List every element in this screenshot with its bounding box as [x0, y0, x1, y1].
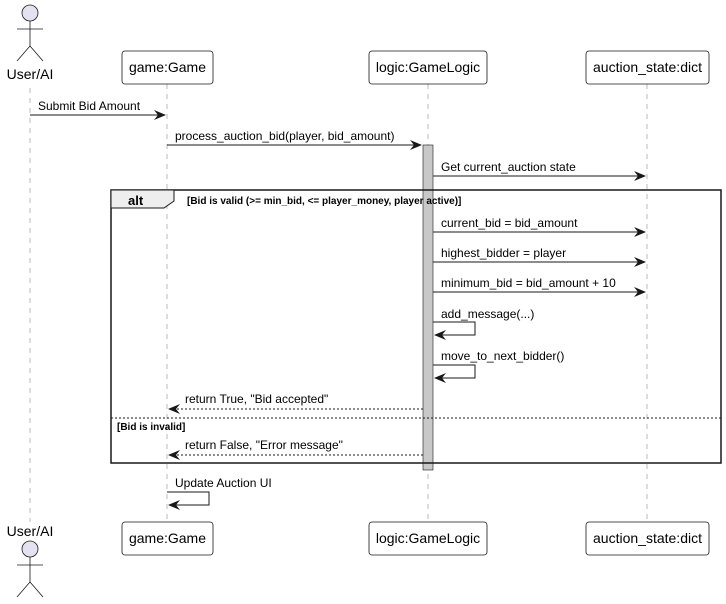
message-label: add_message(...) [441, 307, 534, 321]
message-set-highest-bidder: highest_bidder = player [433, 246, 646, 267]
message-update-ui: Update Auction UI [167, 476, 272, 510]
message-label: highest_bidder = player [441, 246, 566, 260]
participant-logic-top: logic:GameLogic [368, 50, 488, 85]
actor-user-label: User/AI [7, 66, 54, 82]
alt-guard-valid: [Bid is valid (>= min_bid, <= player_mon… [187, 196, 461, 207]
message-process-bid: process_auction_bid(player, bid_amount) [167, 129, 422, 150]
message-return-false: return False, "Error message" [168, 438, 423, 460]
participant-state-bottom: auction_state:dict [585, 521, 710, 556]
actor-user-label: User/AI [7, 523, 54, 539]
actor-user-bottom: User/AI [7, 523, 54, 598]
actor-head [21, 540, 39, 558]
message-label: minimum_bid = bid_amount + 10 [441, 276, 616, 290]
participant-game-bottom: game:Game [121, 521, 214, 556]
message-move-next-bidder: move_to_next_bidder() [433, 349, 564, 383]
message-label: Submit Bid Amount [38, 99, 141, 113]
participant-logic-bottom: logic:GameLogic [368, 521, 488, 556]
message-get-state: Get current_auction state [433, 160, 646, 181]
participant-state-label: auction_state:dict [593, 59, 702, 75]
message-submit-bid: Submit Bid Amount [30, 99, 166, 120]
lifelines [29, 84, 648, 522]
participant-state-label: auction_state:dict [593, 530, 702, 546]
actor-user-top: User/AI [7, 4, 54, 82]
alt-operator-label: alt [128, 193, 144, 208]
message-label: Update Auction UI [175, 476, 272, 490]
participant-state-top: auction_state:dict [585, 50, 710, 85]
alt-guard-invalid: [Bid is invalid] [117, 422, 185, 433]
participant-game-top: game:Game [121, 50, 214, 85]
participant-game-label: game:Game [129, 530, 206, 546]
message-return-true: return True, "Bid accepted" [168, 392, 423, 414]
message-label: move_to_next_bidder() [441, 349, 564, 363]
message-set-current-bid: current_bid = bid_amount [433, 216, 646, 237]
alt-fragment: alt [Bid is valid (>= min_bid, <= player… [110, 189, 722, 464]
message-label: current_bid = bid_amount [441, 216, 578, 230]
participant-logic-label: logic:GameLogic [376, 530, 480, 546]
activation-bar-logic [422, 144, 434, 471]
message-set-minimum-bid: minimum_bid = bid_amount + 10 [433, 276, 646, 297]
actor-head [21, 4, 39, 22]
participant-logic-label: logic:GameLogic [376, 59, 480, 75]
message-add-message: add_message(...) [433, 307, 534, 340]
message-label: Get current_auction state [441, 160, 576, 174]
participant-game-label: game:Game [129, 59, 206, 75]
message-label: return False, "Error message" [185, 438, 343, 452]
message-label: process_auction_bid(player, bid_amount) [175, 129, 394, 143]
message-label: return True, "Bid accepted" [185, 392, 328, 406]
